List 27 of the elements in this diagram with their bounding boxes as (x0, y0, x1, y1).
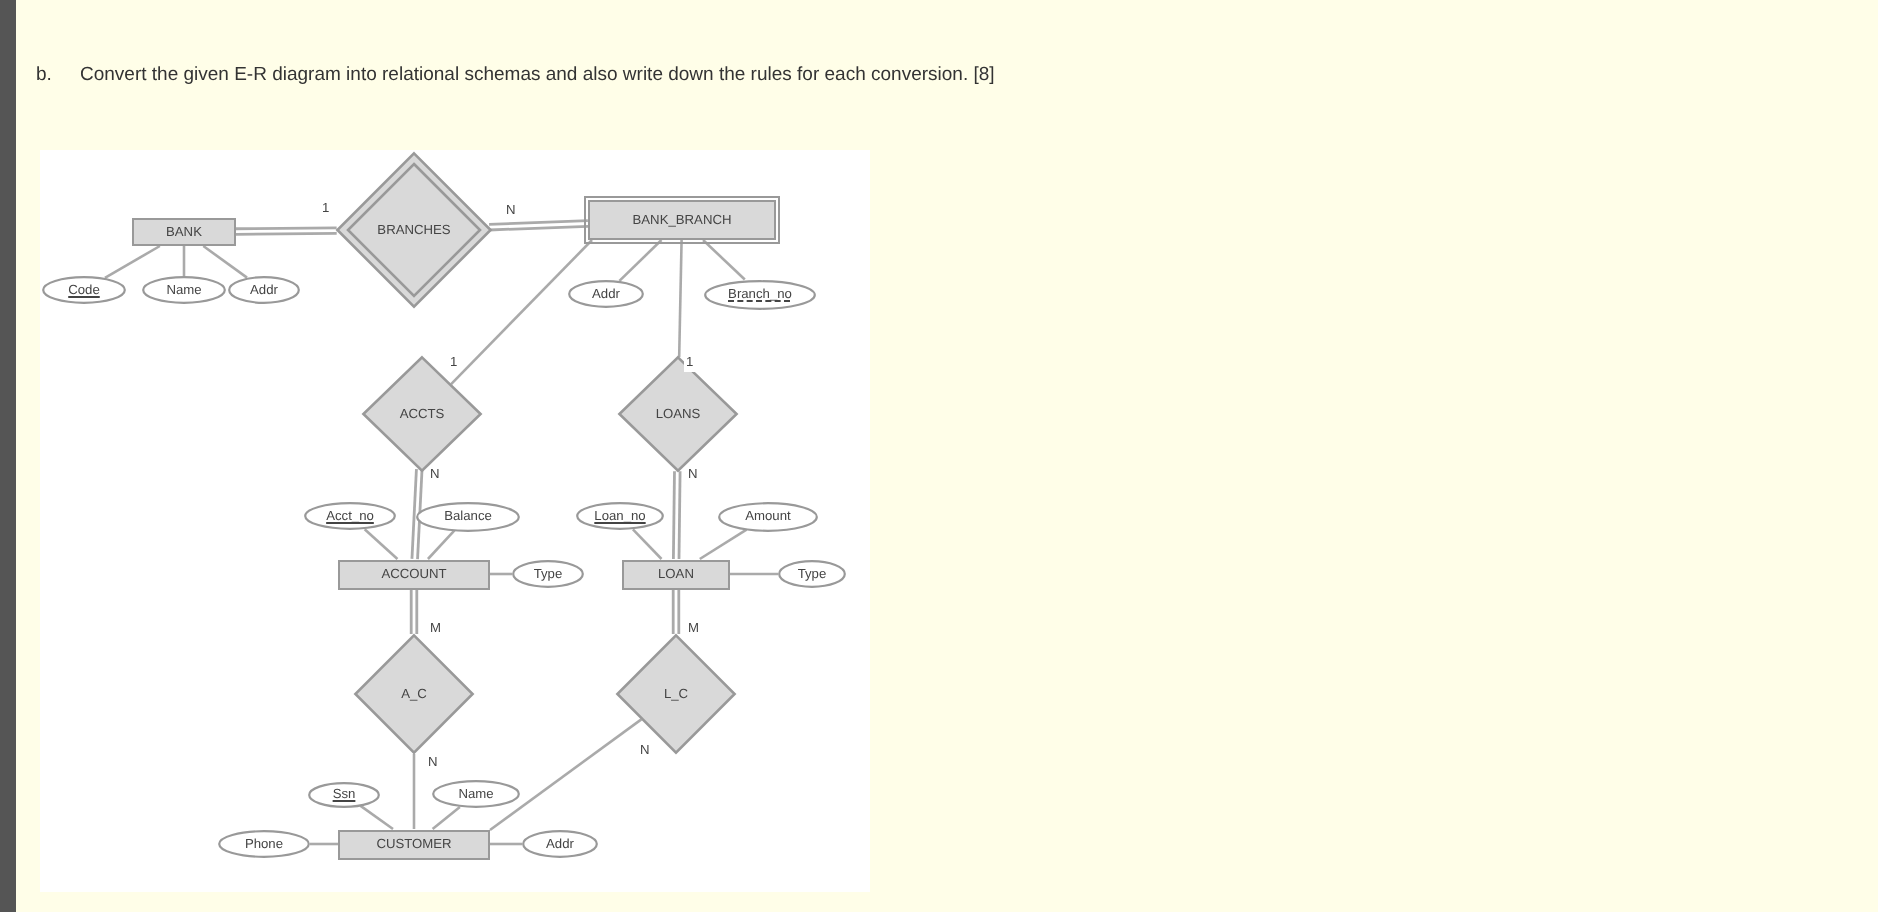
connector-line (702, 239, 746, 281)
question-text: Convert the given E-R diagram into relational schemas and also write down the rules for each conversion. [8] (80, 64, 995, 86)
connector-line (359, 804, 394, 831)
connector-line (202, 244, 248, 279)
connector-line (489, 718, 643, 832)
connector-line (450, 239, 593, 386)
connector-line (310, 842, 338, 846)
connector-line (699, 528, 748, 561)
double-line (671, 589, 681, 634)
double-line (410, 469, 424, 560)
double-line (489, 219, 589, 232)
double-line (235, 226, 337, 236)
double-line (672, 471, 682, 560)
connector-line (431, 806, 461, 830)
connector-line (490, 842, 522, 846)
connector-line (632, 528, 663, 560)
connector-line (490, 572, 512, 576)
connector-line (182, 246, 186, 276)
connector-line (427, 529, 456, 560)
double-line (409, 589, 419, 634)
connector-line (412, 754, 416, 829)
question-number: b. (36, 64, 52, 86)
connector-line (677, 239, 683, 358)
connector-line (618, 239, 663, 282)
connector-line (363, 528, 399, 560)
connector-line (104, 244, 161, 279)
connector-line (730, 572, 778, 576)
